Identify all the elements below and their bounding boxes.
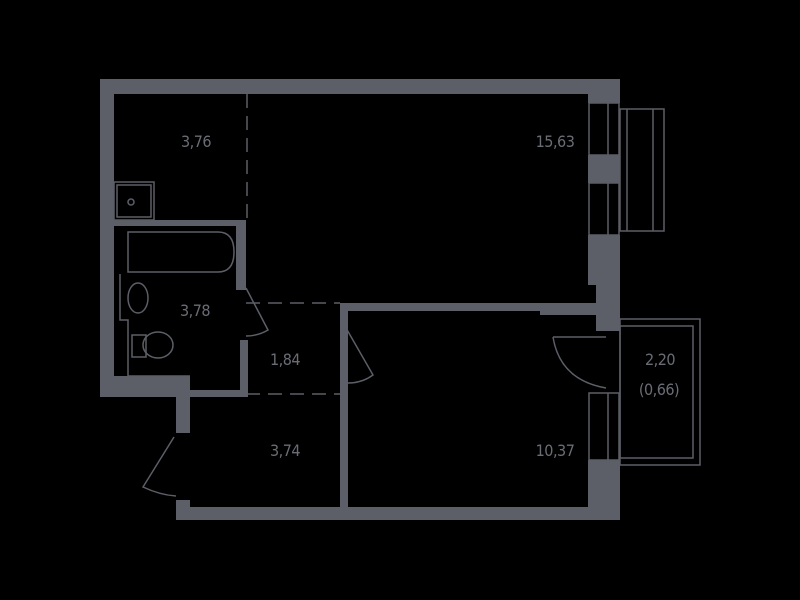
windows [588, 102, 665, 461]
stove-icon [113, 181, 155, 221]
kitchen-area-label: 3,76 [180, 132, 212, 151]
zone-dividers [246, 94, 340, 395]
bathroom-area-label: 3,78 [179, 301, 211, 320]
bedroom-area-label: 10,37 [535, 441, 575, 460]
hall-small-area-label: 1,84 [269, 350, 301, 369]
sink-icon [127, 282, 149, 314]
balcony-outline [619, 318, 701, 466]
doors [141, 287, 607, 497]
entrance-hall-area-label: 3,74 [269, 441, 301, 460]
bathtub-icon [127, 231, 235, 273]
balcony-reduced-area-label: (0,66) [638, 380, 680, 399]
living-room-area-label: 15,63 [535, 132, 575, 151]
toilet-icon [142, 331, 174, 359]
fixtures [113, 181, 235, 377]
walls [100, 79, 620, 520]
balcony-area-label: 2,20 [644, 350, 676, 369]
